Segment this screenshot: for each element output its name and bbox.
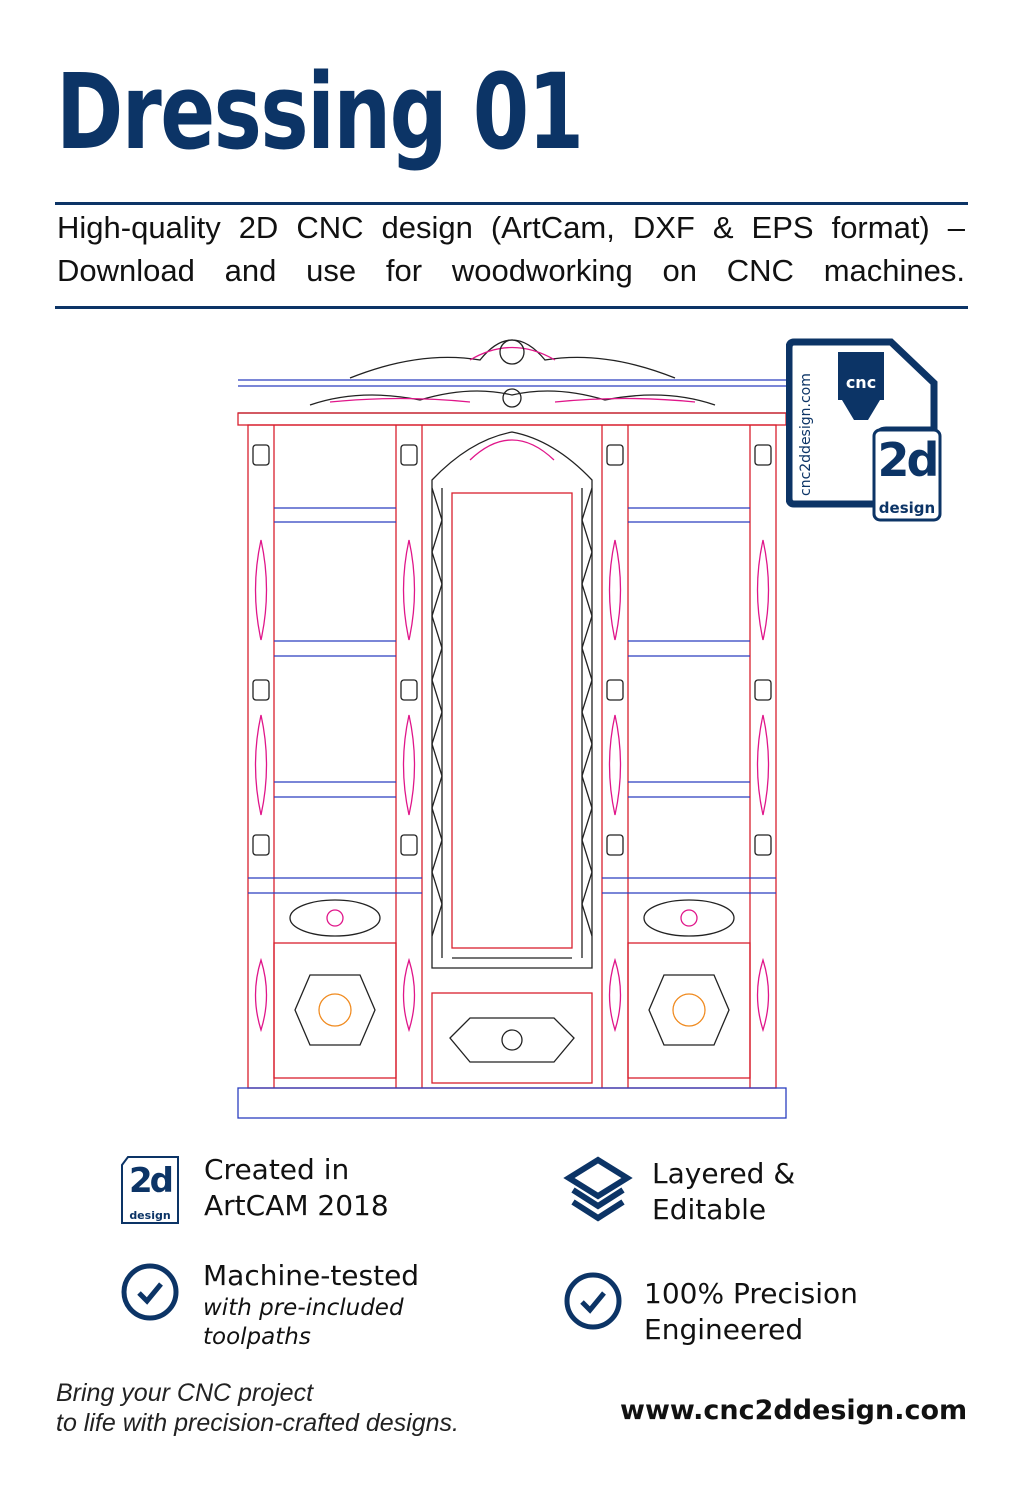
feature-title: Engineered — [644, 1313, 804, 1346]
feature-title: 100% Precision — [644, 1277, 858, 1310]
svg-text:design: design — [129, 1209, 170, 1222]
feature-title: ArtCAM 2018 — [204, 1189, 389, 1222]
page-title: Dressing 01 — [56, 51, 584, 173]
check-circle-icon — [121, 1263, 179, 1321]
subtitle-line-1: High-quality 2D CNC design (ArtCam, DXF … — [57, 210, 965, 245]
feature-created-in-artcam: Created in ArtCAM 2018 — [204, 1152, 389, 1224]
mirror-door-frame — [431, 431, 593, 969]
panel-carvings — [289, 899, 735, 1063]
wardrobe-drawing — [237, 339, 787, 1119]
divider-top — [55, 202, 968, 205]
feature-subtitle: with pre-included — [203, 1295, 404, 1321]
2d-design-logo-icon: 2d design — [121, 1156, 179, 1224]
feature-layered-editable: Layered & Editable — [652, 1156, 795, 1228]
subtitle-line-2: Download and use for woodworking on CNC … — [57, 253, 965, 288]
layers-icon — [563, 1156, 633, 1222]
pilaster-carvings — [252, 444, 772, 1033]
feature-precision: 100% Precision Engineered — [644, 1276, 858, 1348]
feature-title: Machine-tested — [203, 1259, 420, 1292]
feature-title: Created in — [204, 1153, 350, 1186]
svg-text:2d: 2d — [129, 1161, 172, 1201]
logo-design-text: design — [879, 499, 935, 517]
tagline-line-2: to life with precision-crafted designs. — [56, 1409, 459, 1437]
website-url[interactable]: www.cnc2ddesign.com — [620, 1395, 968, 1426]
cornice-lines — [238, 379, 786, 387]
feature-title: Layered & — [652, 1157, 796, 1190]
logo-2d-text: 2d — [878, 433, 937, 487]
logo-url-text: cnc2ddesign.com — [798, 373, 814, 496]
divider-bottom — [55, 306, 968, 309]
carcass — [247, 424, 777, 1089]
cnc2ddesign-logo: cnc cnc2ddesign.com 2d design — [786, 338, 942, 522]
feature-subtitle: toolpaths — [203, 1324, 311, 1350]
feature-machine-tested: Machine-tested with pre-included toolpat… — [203, 1258, 419, 1352]
feature-title: Editable — [652, 1193, 767, 1226]
logo-cnc-text: cnc — [846, 373, 876, 392]
tagline: Bring your CNC project to life with prec… — [56, 1378, 459, 1438]
shelves — [237, 507, 787, 1119]
tagline-line-1: Bring your CNC project — [56, 1379, 314, 1407]
check-circle-icon — [564, 1272, 622, 1330]
crown-ornament — [309, 339, 716, 408]
